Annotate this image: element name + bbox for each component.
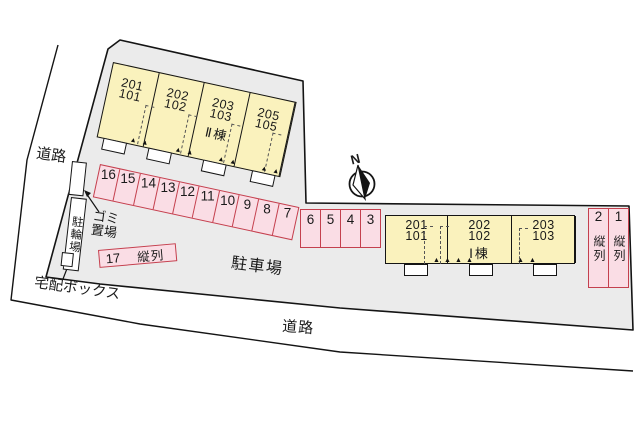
entrance-triangle: ▲ <box>216 155 226 164</box>
building-1-unit-202-102: 202 102 Ⅰ棟 <box>448 216 512 263</box>
entrance-triangle: ▲ <box>455 257 462 264</box>
parking-space-3: 3 <box>366 212 375 227</box>
road-outer-edge-line <box>10 44 634 372</box>
unit-number-upper: 203 <box>532 218 555 232</box>
parking-row-tandem: 2 縦列 1 縦列 <box>588 208 629 288</box>
stair-dashed-path <box>424 226 433 264</box>
building-1: 201 101 202 102 Ⅰ棟 203 103 ▲ ▲ ▲ ▲ ▲ ▲ <box>385 215 576 276</box>
compass-icon <box>348 164 376 202</box>
tandem-label: 縦列 <box>612 235 626 263</box>
tandem-label: 縦列 <box>592 235 606 263</box>
parking-space-number: 17 <box>105 249 121 266</box>
building-1-unit-203-103: 203 103 <box>512 216 576 263</box>
road-left-label: 道路 <box>35 144 68 166</box>
tandem-label: 縦列 <box>136 247 165 265</box>
entrance-triangle: ▲ <box>228 158 237 167</box>
unit-number-lower: 101 <box>405 229 428 243</box>
entrance-porch <box>533 264 557 276</box>
bicycle-parking-label: 駐輪場 <box>67 214 84 254</box>
parking-space-4: 4 <box>341 210 361 247</box>
stair-dashed-path <box>519 228 528 264</box>
parking-space-5: 5 <box>321 210 341 247</box>
unit-number-upper: 201 <box>405 218 428 232</box>
stair-dashed-path <box>440 226 449 264</box>
entrance-triangle: ▲ <box>173 146 183 155</box>
entrance-triangle: ▲ <box>271 167 280 176</box>
entrance-triangle: ▲ <box>259 164 269 174</box>
road-bottom-label: 道路 <box>281 317 315 338</box>
unit-number-lower: 103 <box>532 229 555 243</box>
garbage-leader-arrowhead <box>84 190 91 197</box>
unit-number-upper: 202 <box>468 218 491 232</box>
parking-space-6: 6 <box>301 210 321 247</box>
unit-number-lower: 102 <box>468 229 491 243</box>
entrance-triangle: ▲ <box>433 257 440 264</box>
building-1-name: Ⅰ棟 <box>469 246 490 261</box>
entrance-triangle: ▲ <box>444 257 451 264</box>
entrance-porch <box>469 264 493 276</box>
entrance-triangle: ▲ <box>529 257 536 264</box>
entrance-triangle: ▲ <box>129 136 138 145</box>
parking-space-2: 2 縦列 <box>589 209 609 287</box>
garbage-leader-line <box>85 192 100 213</box>
entrance-triangle: ▲ <box>140 139 150 148</box>
entrance-triangle: ▲ <box>517 257 524 264</box>
garbage-area-label: ゴミ 置場 <box>90 208 120 240</box>
entrance-porch <box>404 264 428 276</box>
parking-space-1: 1 縦列 <box>612 209 626 264</box>
delivery-box <box>60 252 74 268</box>
building-1-unit-201-101: 201 101 <box>386 216 448 263</box>
parking-row-middle: 6 5 4 3 <box>300 209 381 248</box>
entrance-triangle: ▲ <box>185 148 194 158</box>
entrance-triangle: ▲ <box>466 257 473 264</box>
